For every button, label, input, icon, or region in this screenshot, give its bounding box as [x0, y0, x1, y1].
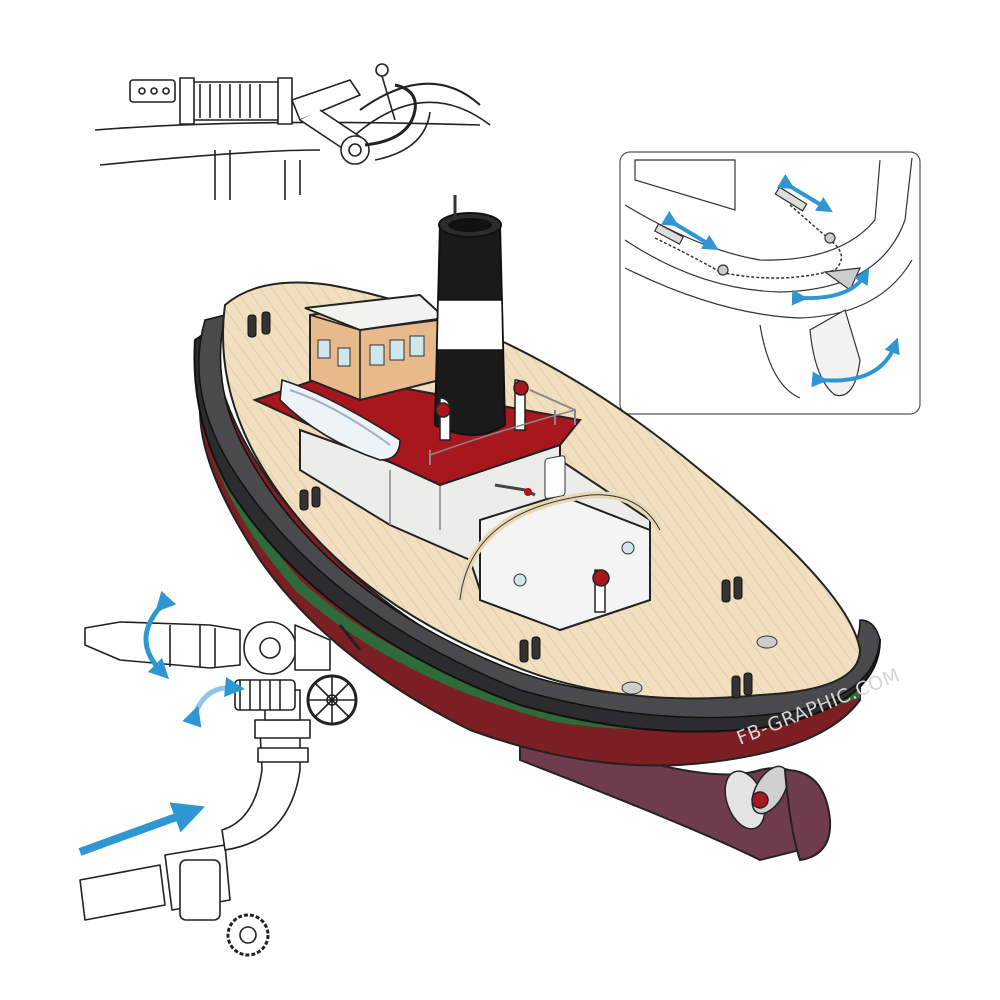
- water-flow-arrow: [78, 802, 206, 856]
- rotate-arrow-horizontal: [182, 677, 245, 728]
- lifeboat: [279, 378, 401, 461]
- nozzle: [84, 621, 241, 669]
- propeller-icon: [724, 765, 789, 830]
- fairlead-icon: [621, 635, 778, 695]
- gear-icon: [226, 913, 270, 957]
- towing-hook-detail: [94, 63, 491, 200]
- callout-frame: [619, 151, 921, 415]
- hand-wheel-icon: [306, 624, 362, 726]
- wheelhouse: [304, 293, 448, 402]
- rub-rail: [198, 313, 881, 719]
- bollard-icon: [247, 311, 753, 699]
- fire-monitor-detail: [79, 621, 362, 957]
- door: [544, 455, 566, 499]
- rudder: [783, 768, 832, 862]
- funnel: [433, 195, 507, 436]
- tugboat: FB-GRAPHIC.COM: [193, 195, 903, 862]
- rotate-arrow-vertical: [143, 590, 177, 680]
- vent-icon: [435, 379, 610, 613]
- rudder-steering-detail: [619, 151, 921, 415]
